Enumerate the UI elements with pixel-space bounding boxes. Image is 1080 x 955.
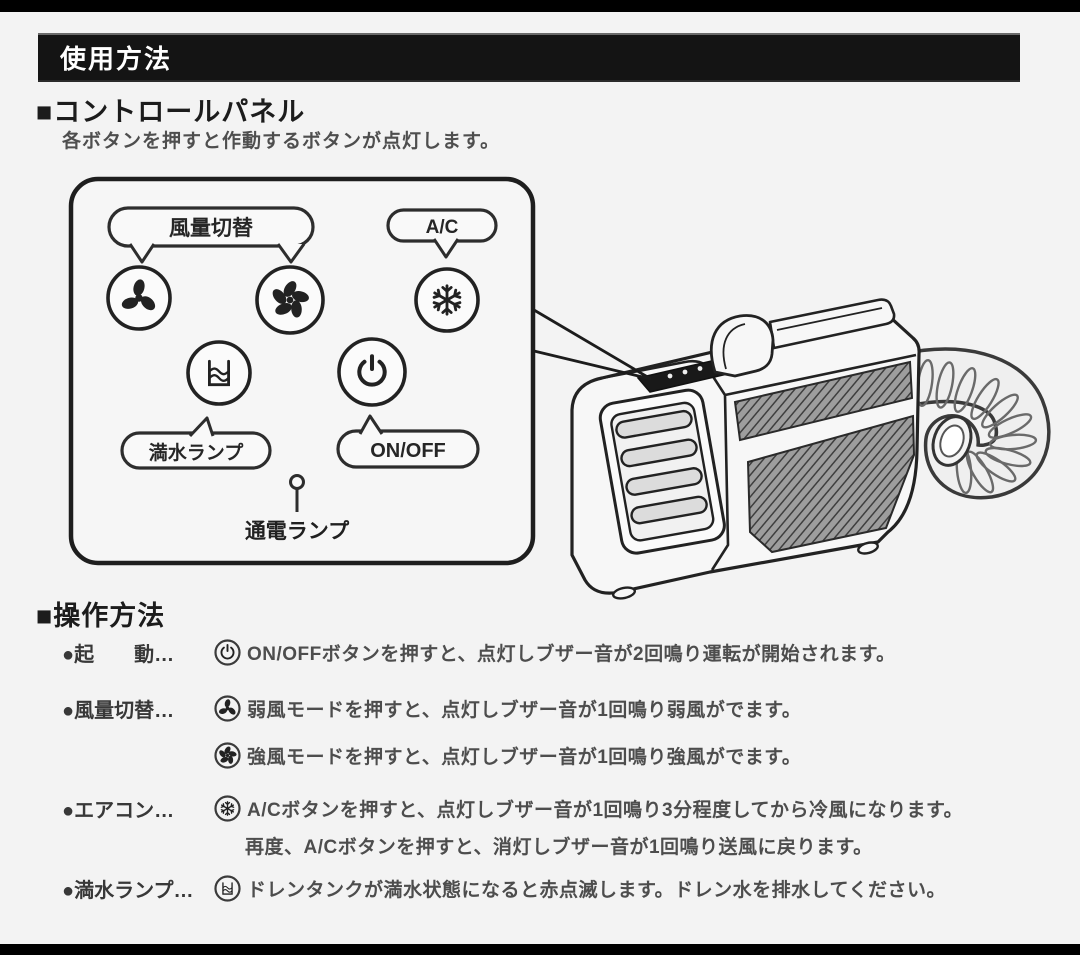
page-content: 使用方法 ■コントロールパネル 各ボタンを押すと作動するボタンが点灯します。 風…: [0, 12, 1080, 944]
fan-weak-icon: [214, 695, 241, 722]
fan-switch-callout: [107, 206, 315, 248]
on-off-callout: [336, 429, 480, 469]
op-label: ●満水ランプ…: [62, 880, 194, 902]
device-handle: [709, 298, 896, 378]
power-lamp-indicator: [289, 474, 305, 490]
ac-label: A/C: [426, 217, 459, 238]
on-off-tail: [358, 414, 384, 435]
ac-tail: [432, 238, 460, 259]
power-icon: [214, 639, 241, 666]
op-label: ●風量切替…: [62, 700, 175, 722]
on-off-label: ON/OFF: [370, 440, 446, 462]
fan-switch-tail-left: [128, 243, 156, 264]
panel-callout-lines: [533, 308, 652, 381]
op-row-start: ●起 動… ON/OFFボタンを押すと、点灯しブザー音が2回鳴り運転が開始されま…: [62, 638, 896, 667]
section-bar-usage: 使用方法: [38, 33, 1020, 82]
section-bar-title: 使用方法: [60, 44, 173, 74]
full-water-tail: [188, 416, 215, 438]
fan-switch-label: 風量切替: [169, 216, 253, 240]
op-text: 弱風モードを押すと、点灯しブザー音が1回鳴り弱風がでます。: [247, 700, 802, 721]
op-row-fan-strong: 強風モードを押すと、点灯しブザー音が1回鳴り強風がでます。: [62, 742, 801, 769]
control-panel-heading: ■コントロールパネル: [36, 97, 306, 127]
op-text: 強風モードを押すと、点灯しブザー音が1回鳴り強風がでます。: [247, 747, 802, 768]
device-foot: [611, 586, 637, 600]
control-panel-description: 各ボタンを押すと作動するボタンが点灯します。: [62, 131, 501, 152]
op-label: ●エアコン…: [62, 800, 175, 822]
device-foot: [857, 541, 879, 555]
snowflake-icon: [214, 795, 241, 822]
front-grille: [598, 388, 726, 555]
side-vent-upper: [733, 360, 914, 442]
fan-strong-icon: [214, 742, 241, 769]
op-text: ON/OFFボタンを押すと、点灯しブザー音が2回鳴り運転が開始されます。: [247, 644, 896, 665]
fan-switch-tail-right: [276, 243, 306, 264]
device-illustration: [533, 298, 1051, 600]
op-label: ●起 動…: [62, 644, 175, 666]
op-row-aircon-cont: 再度、A/Cボタンを押すと、消灯しブザー音が1回鳴り送風に戻ります。: [245, 832, 873, 859]
power-lamp-label: 通電ランプ: [245, 520, 350, 543]
op-row-full-water: ●満水ランプ… ドレンタンクが満水状態になると赤点滅します。ドレン水を排水してく…: [62, 874, 946, 903]
exhaust-hose: [877, 347, 1051, 500]
full-water-label: 満水ランプ: [149, 441, 244, 464]
op-text: ドレンタンクが満水状態になると赤点滅します。ドレン水を排水してください。: [247, 880, 946, 901]
op-row-aircon: ●エアコン… A/Cボタンを押すと、点灯しブザー音が1回鳴り3分程度してから冷風…: [62, 794, 963, 823]
water-tank-icon: [214, 875, 241, 902]
operation-heading: ■操作方法: [36, 601, 166, 631]
control-panel-diagram: 風量切替 A/C 満水ランプ ON/OFF: [68, 176, 536, 566]
op-row-fan-switch: ●風量切替… 弱風モードを押すと、点灯しブザー音が1回鳴り弱風がでます。: [62, 694, 801, 723]
op-text: A/Cボタンを押すと、点灯しブザー音が1回鳴り3分程度してから冷風になります。: [247, 800, 964, 821]
side-vent-lower: [746, 414, 916, 554]
op-text: 再度、A/Cボタンを押すと、消灯しブザー音が1回鳴り送風に戻ります。: [245, 837, 873, 858]
on-off-button: [337, 337, 407, 407]
